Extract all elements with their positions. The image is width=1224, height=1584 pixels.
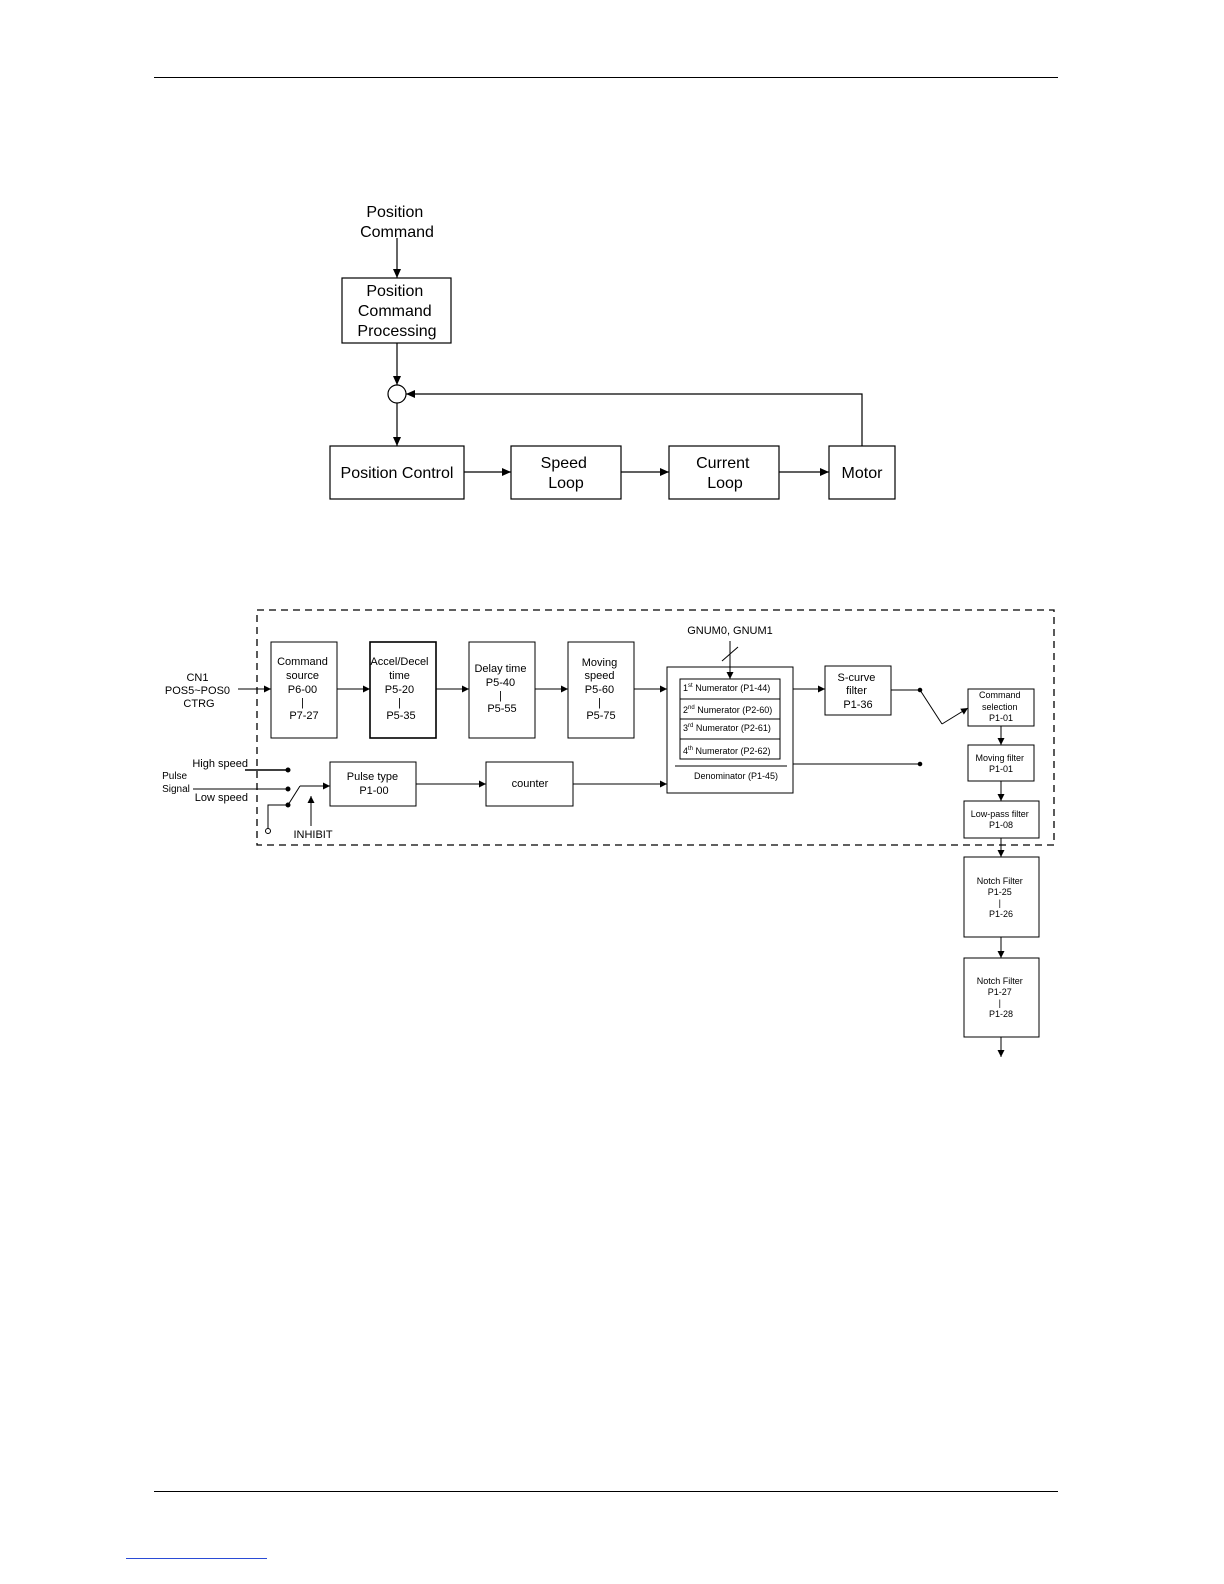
inhibit-label: INHIBIT xyxy=(293,829,332,841)
moving-filter-label: Moving filter P1-01 xyxy=(975,753,1026,774)
moving-speed-block xyxy=(567,641,635,739)
high-speed-label: High speed xyxy=(192,758,248,770)
notch-filter-1-label: Notch Filter P1-25 | P1-26 xyxy=(977,876,1026,919)
numerator-4-label: 4th Numerator (P2-62) xyxy=(683,746,771,756)
numerator-4-cell xyxy=(679,738,781,760)
electronic-gear-block xyxy=(666,666,794,794)
selection-switch xyxy=(919,689,943,725)
position-command-processing-label: Position Command Processing xyxy=(357,283,436,340)
header-rule xyxy=(154,77,1058,78)
numerator-3-label: 3rd Numerator (P2-61) xyxy=(683,723,771,733)
position-control-label: Position Control xyxy=(341,465,454,482)
denominator-label: Denominator (P1-45) xyxy=(694,771,778,781)
accel-decel-label: Accel/Decel time P5-20 | P5-35 xyxy=(370,656,431,722)
notch-filter-2-label: Notch Filter P1-27 | P1-28 xyxy=(977,976,1026,1019)
summing-junction xyxy=(387,384,407,404)
command-selection-label: Command selection P1-01 xyxy=(979,690,1023,723)
bus-slash xyxy=(721,646,739,662)
open-terminal xyxy=(265,828,271,834)
s-curve-filter-label: S-curve filter P1-36 xyxy=(838,672,879,711)
footer-link-underline xyxy=(126,1558,267,1559)
delay-time-label: Delay time P5-40 | P5-55 xyxy=(474,663,529,715)
pulse-switch xyxy=(287,785,301,806)
position-loop-diagram: Position Command Position Command Proces… xyxy=(329,204,896,500)
current-loop-label: Current Loop xyxy=(696,455,754,492)
command-source-label: Command source P6-00 | P7-27 xyxy=(277,656,331,722)
footer-rule xyxy=(154,1491,1058,1492)
pulse-signal-label: Pulse Signal xyxy=(162,771,190,795)
accel-decel-block xyxy=(369,641,437,739)
position-command-input-label: Position Command xyxy=(360,204,434,241)
speed-loop-label: Speed Loop xyxy=(541,455,592,492)
processing-boundary xyxy=(256,609,1055,846)
cn1-label: CN1 POS5~POS0 CTRG xyxy=(165,672,233,710)
moving-speed-label: Moving speed P5-60 | P5-75 xyxy=(582,657,621,722)
gnum-label: GNUM0, GNUM1 xyxy=(687,625,773,637)
low-speed-label: Low speed xyxy=(195,792,248,804)
low-pass-filter-label: Low-pass filter P1-08 xyxy=(971,809,1032,830)
counter-label: counter xyxy=(512,778,549,790)
motor-label: Motor xyxy=(842,465,884,482)
notch-filter-1-block xyxy=(963,856,1040,938)
pulse-type-label: Pulse type P1-00 xyxy=(347,771,401,797)
delay-time-block xyxy=(468,641,536,739)
pulse-type-block xyxy=(329,761,417,807)
command-source-block xyxy=(270,641,338,739)
numerator-1-label: 1st Numerator (P1-44) xyxy=(683,683,770,693)
feedback-line xyxy=(406,390,863,446)
numerator-2-label: 2nd Numerator (P2-60) xyxy=(683,705,772,715)
position-command-processing-diagram: CN1 POS5~POS0 CTRG Command source P6-00 … xyxy=(162,609,1055,1057)
moving-filter-block xyxy=(967,744,1035,782)
